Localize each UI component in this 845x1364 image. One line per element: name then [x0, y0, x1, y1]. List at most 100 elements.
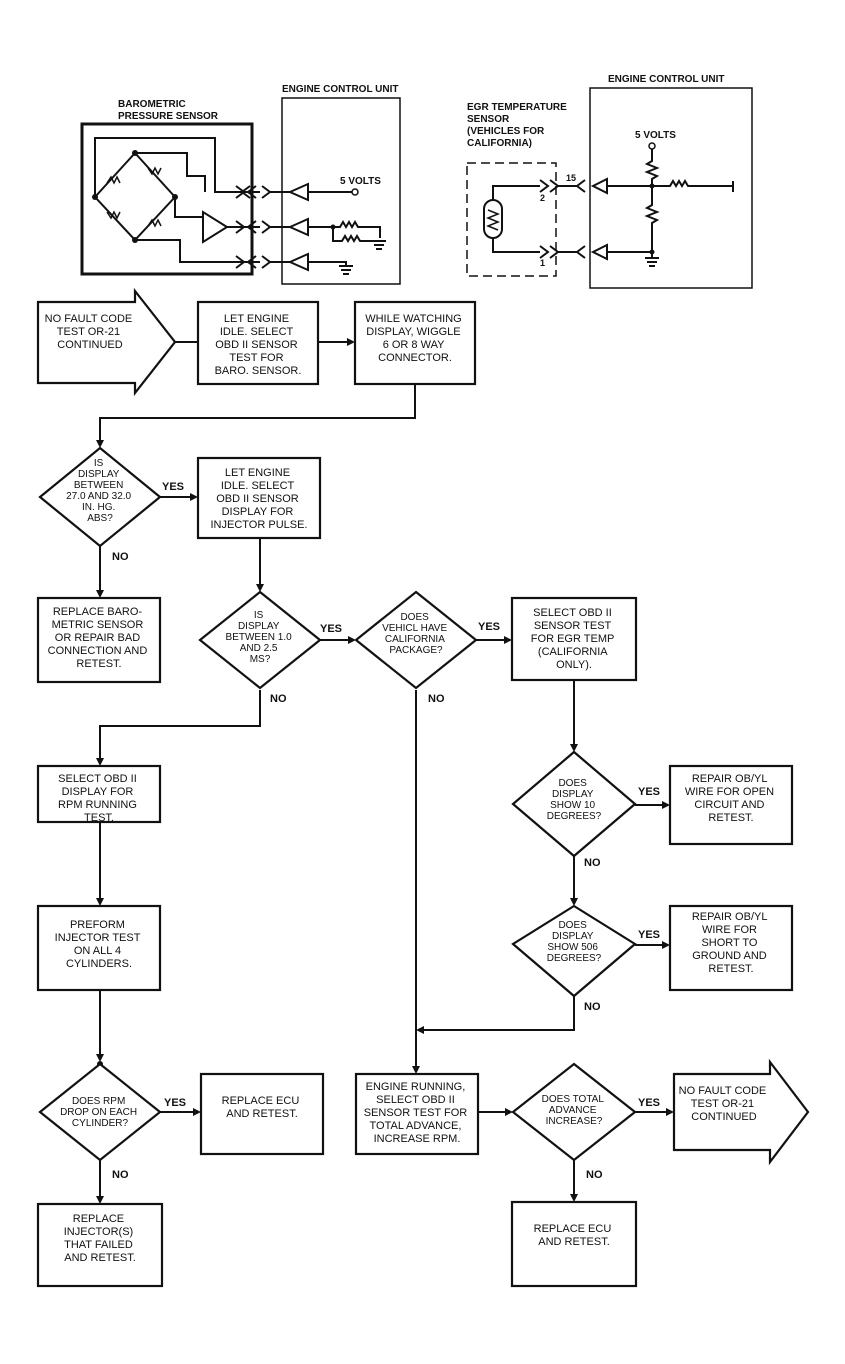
process-replace-injectors: REPLACE INJECTOR(S) THAT FAILED AND RETE…	[36, 1202, 164, 1288]
ecu-wiring	[644, 149, 660, 197]
process-replace-ecu-right: REPLACE ECU AND RETEST.	[510, 1200, 638, 1288]
volts-label-left: 5 VOLTS	[340, 176, 381, 187]
svg-text:IS DISPLAY BETWEEN: IS DISPLAY BETWEEN 1.0 AND 2.5 MS?	[226, 610, 295, 665]
sensor-wiring	[174, 197, 203, 218]
sensor-wiring	[492, 185, 540, 253]
ecu-node	[649, 249, 655, 255]
svg-text:SELECT OBD II SENSOR TES: SELECT OBD II SENSOR TEST FOR EGR TEMP (…	[531, 607, 617, 671]
pin-label-2: 2	[540, 193, 545, 203]
sensor-wiring	[135, 152, 206, 192]
svg-text:SELECT OBD II DISPLAY FO: SELECT OBD II DISPLAY FOR RPM RUNNING TE…	[58, 773, 140, 824]
svg-text:LET ENGINE IDLE. SELECT: LET ENGINE IDLE. SELECT OBD II SENSOR TE…	[215, 313, 302, 377]
svg-text:NO FAULT CODE TEST OR-21: NO FAULT CODE TEST OR-21 CONTINUED	[679, 1085, 770, 1123]
no-label: NO	[584, 857, 601, 869]
svg-text:REPLACE ECU AND RETEST.: REPLACE ECU AND RETEST.	[222, 1095, 303, 1120]
branch-labels: YES NO YES YES NO NO YES NO YES NO YES Y…	[112, 481, 660, 1181]
process-replace-ecu-left: REPLACE ECU AND RETEST.	[199, 1072, 325, 1156]
process-idle-injector: LET ENGINE IDLE. SELECT OBD II SENSOR DI…	[196, 456, 322, 540]
resistor-symbol	[147, 218, 162, 228]
svg-text:DOES TOTAL ADVANCE: DOES TOTAL ADVANCE INCREASE?	[542, 1094, 607, 1127]
ecu-label-right: ENGINE CONTROL UNIT	[608, 74, 724, 85]
svg-text:PREFORM INJECTOR TEST: PREFORM INJECTOR TEST ON ALL 4 CYLINDERS…	[55, 919, 144, 970]
decision-total-advance: DOES TOTAL ADVANCE INCREASE?	[511, 1062, 637, 1162]
ecu-box-right	[589, 87, 753, 289]
yes-label: YES	[162, 481, 184, 493]
terminal-5v	[351, 188, 359, 196]
bridge-network	[93, 151, 177, 242]
svg-text:REPLACE BARO- METRIC SEN: REPLACE BARO- METRIC SENSOR OR REPAIR BA…	[48, 606, 151, 670]
resistor-symbol	[106, 210, 121, 220]
no-label: NO	[112, 551, 129, 563]
ecu-label-left: ENGINE CONTROL UNIT	[282, 84, 398, 95]
decision-pulse-range: IS DISPLAY BETWEEN 1.0 AND 2.5 MS?	[198, 590, 322, 690]
svg-text:DOES DISPLAY SHOW: DOES DISPLAY SHOW 10 DEGREES?	[547, 778, 602, 822]
process-perform-injector-test: PREFORM INJECTOR TEST ON ALL 4 CYLINDERS…	[36, 904, 162, 992]
baro-sensor-label: BAROMETRIC PRESSURE SENSOR	[118, 99, 219, 122]
decision-rpm-drop: DOES RPM DROP ON EACH CYLINDER?	[38, 1062, 162, 1162]
ecu-wiring	[308, 261, 347, 266]
yes-label: YES	[320, 623, 342, 635]
ecu-node	[649, 183, 655, 189]
ground-symbol	[339, 265, 353, 275]
svg-text:NO FAULT CODE TEST OR-21: NO FAULT CODE TEST OR-21 CONTINUED	[45, 313, 136, 351]
process-repair-short: REPAIR OB/YL WIRE FOR SHORT TO GROUND AN…	[668, 904, 794, 992]
harness-wiring	[558, 185, 577, 253]
sensor-wiring	[94, 137, 260, 197]
no-label: NO	[428, 693, 445, 705]
harness-wiring	[270, 191, 290, 263]
sensor-wiring	[135, 239, 260, 263]
svg-text:DOES RPM DROP ON EACH: DOES RPM DROP ON EACH CYLINDER?	[60, 1096, 140, 1129]
svg-text:LET ENGINE IDLE. SELECT: LET ENGINE IDLE. SELECT OBD II SENSOR DI…	[211, 467, 308, 531]
baro-sensor-schematic: BAROMETRIC PRESSURE SENSOR ENGINE CONTRO…	[80, 84, 401, 285]
process-egr-test: SELECT OBD II SENSOR TEST FOR EGR TEMP (…	[510, 596, 638, 682]
yes-label: YES	[478, 621, 500, 633]
resistor-symbol	[106, 175, 121, 185]
connector-symbol	[235, 185, 272, 199]
ecu-input-buffer	[590, 243, 608, 261]
svg-text:REPLACE ECU AND RETEST.: REPLACE ECU AND RETEST.	[534, 1223, 615, 1248]
no-label: NO	[270, 693, 287, 705]
no-label: NO	[112, 1169, 129, 1181]
svg-text:DOES DISPLAY SHOW: DOES DISPLAY SHOW 506 DEGREES?	[547, 920, 602, 964]
decision-california: DOES VEHICL HAVE CALIFORNIA PACKAGE?	[354, 590, 478, 690]
yes-label: YES	[638, 786, 660, 798]
flow-connectors	[96, 338, 674, 1204]
decision-show-10-degrees: DOES DISPLAY SHOW 10 DEGREES?	[511, 750, 637, 858]
no-label: NO	[584, 1001, 601, 1013]
yes-label: YES	[638, 929, 660, 941]
svg-text:WHILE WATCHING DISPLAY,: WHILE WATCHING DISPLAY, WIGGLE 6 OR 8 WA…	[365, 313, 465, 364]
ecu-input-buffer	[287, 217, 309, 237]
ground-symbol	[372, 240, 386, 250]
process-engine-running: ENGINE RUNNING, SELECT OBD II SENSOR TES…	[354, 1072, 480, 1156]
svg-text:DOES VEHICL HAVE C: DOES VEHICL HAVE CALIFORNIA PACKAGE?	[382, 612, 450, 656]
process-idle-baro: LET ENGINE IDLE. SELECT OBD II SENSOR TE…	[196, 300, 320, 386]
egr-sensor-housing	[466, 162, 557, 277]
start-node: NO FAULT CODE TEST OR-21 CONTINUED	[36, 287, 177, 397]
ecu-input-buffer	[287, 252, 309, 272]
svg-text:REPAIR OB/YL WIRE FOR: REPAIR OB/YL WIRE FOR SHORT TO GROUND AN…	[692, 911, 770, 975]
process-rpm-running-test: SELECT OBD II DISPLAY FOR RPM RUNNING TE…	[36, 764, 162, 824]
terminal-5v	[648, 142, 656, 150]
ecu-wiring	[308, 220, 381, 238]
ecu-input-buffer	[287, 182, 309, 202]
no-label: NO	[586, 1169, 603, 1181]
svg-text:REPLACE INJECTOR(S): REPLACE INJECTOR(S) THAT FAILED AND RETE…	[64, 1213, 137, 1264]
end-node: NO FAULT CODE TEST OR-21 CONTINUED	[672, 1058, 810, 1166]
thermistor-symbol	[485, 209, 501, 231]
egr-sensor-schematic: EGR TEMPERATURE SENSOR (VEHICLES FOR CAL…	[466, 74, 753, 289]
svg-text:IS DISPLAY BETWEEN: IS DISPLAY BETWEEN 27.0 AND 32.0 IN. HG.…	[66, 458, 134, 524]
ground-symbol	[645, 257, 659, 267]
svg-text:REPAIR OB/YL WIRE FOR OP: REPAIR OB/YL WIRE FOR OPEN CIRCUIT AND R…	[685, 773, 777, 824]
ecu-node	[330, 224, 336, 230]
ecu-input-buffer	[590, 177, 608, 195]
ecu-wiring	[607, 179, 734, 192]
process-replace-baro: REPLACE BARO- METRIC SENSOR OR REPAIR BA…	[36, 596, 162, 684]
yes-label: YES	[164, 1097, 186, 1109]
process-repair-open-circuit: REPAIR OB/YL WIRE FOR OPEN CIRCUIT AND R…	[668, 764, 794, 846]
volts-label-right: 5 VOLTS	[635, 130, 676, 141]
amplifier-symbol	[202, 210, 229, 244]
decision-show-506-degrees: DOES DISPLAY SHOW 506 DEGREES?	[511, 904, 637, 998]
decision-baro-range: IS DISPLAY BETWEEN 27.0 AND 32.0 IN. HG.…	[38, 446, 162, 548]
pin-label-15: 15	[566, 173, 576, 183]
ecu-wiring	[332, 227, 375, 243]
